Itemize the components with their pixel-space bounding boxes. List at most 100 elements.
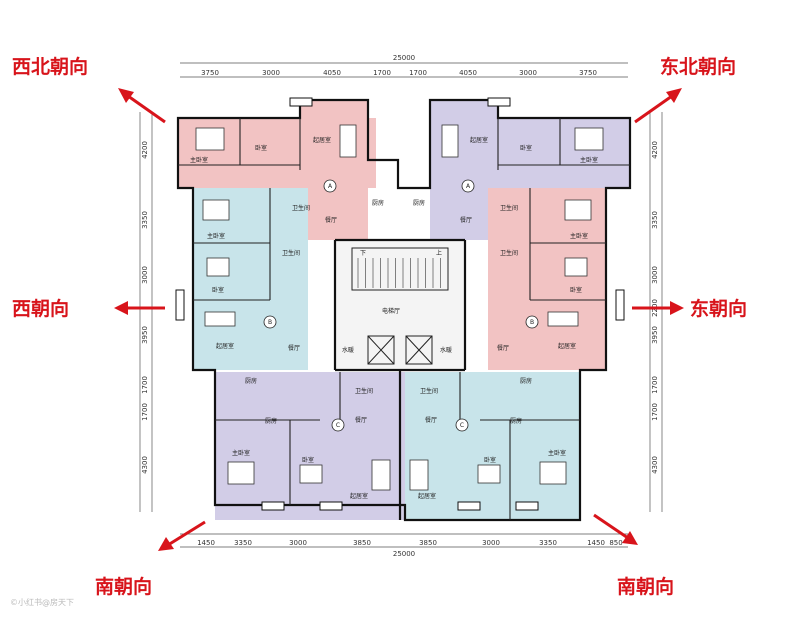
unit-c-left-label: C [336,422,340,429]
unit-c-right-label: C [460,422,464,429]
room-label: 餐厅 [425,416,437,424]
dimension-label: 4300 [141,456,149,474]
room-label: 卫生间 [292,204,310,212]
unit-c-right-zone [405,372,580,520]
room-labels: 主卧室 卧室 起居室 起居室 卧室 主卧室 主卧室 主卧室 卧室 卧室 起居室 … [190,136,598,500]
room-label: 上 [436,249,442,257]
windows [175,97,625,511]
dimension-label: 3000 [651,266,659,284]
dimension-label: 1700 [651,403,659,421]
unit-markers [263,179,539,432]
orientation-label-sw: 南朝向 [95,575,152,598]
dimension-label: 3850 [419,539,437,547]
orientation-label-ne: 东北朝向 [660,55,736,78]
room-label: 餐厅 [460,216,472,224]
dimension-label: 3000 [289,539,307,547]
room-label: 餐厅 [355,416,367,424]
room-label: 主卧室 [548,449,566,457]
dimension-label: 850 [609,539,622,547]
dimension-label: 3750 [579,69,597,77]
room-label: 卧室 [570,286,582,294]
dimension-label: 1700 [141,403,149,421]
room-label: 下 [360,250,366,257]
unit-b-right-label: B [530,319,534,326]
room-label: 起居室 [558,342,576,350]
room-label: 卫生间 [500,204,518,212]
room-label: 卫生间 [355,387,373,395]
room-label: 起居室 [216,342,234,350]
dimension-label: 3850 [353,539,371,547]
room-label: 厨房 [265,417,277,425]
dimension-label: 3950 [651,326,659,344]
dimension-label: 3000 [519,69,537,77]
orientation-arrows [114,88,684,551]
stair-treads [357,258,441,288]
dimension-label: 1450 [587,539,605,547]
dimension-label: 3350 [141,211,149,229]
room-label: 卫生间 [282,249,300,257]
orientation-label-e: 东朝向 [690,297,747,320]
dimension-label: 1700 [141,376,149,394]
dimension-label: 3350 [651,211,659,229]
orientation-label-nw: 西北朝向 [12,55,88,78]
room-label: 餐厅 [497,344,509,352]
unit-c-left-zone [215,372,405,520]
unit-a-right-label: A [466,183,471,190]
top-total-dim: 25000 [393,54,415,62]
core-zone [335,240,465,370]
room-label: 卧室 [302,456,314,464]
staircase [351,247,449,291]
room-label: 卧室 [255,144,267,152]
room-label: 厨房 [510,417,522,425]
orientation-label-w: 西朝向 [12,297,69,320]
room-label: 卧室 [520,144,532,152]
room-label: 卫生间 [500,249,518,257]
watermark: ©小红书@房天下 [10,597,74,607]
room-label: 主卧室 [580,156,598,164]
dimension-label: 4050 [459,69,477,77]
walls [176,98,632,522]
room-label: 起居室 [470,136,488,144]
room-label: 卧室 [212,286,224,294]
room-label: 起居室 [313,136,331,144]
dimension-label: 4200 [141,141,149,159]
dimension-label: 1700 [651,376,659,394]
dimension-label: 4200 [651,141,659,159]
room-label: 电梯厅 [382,307,400,315]
unit-zones [178,100,630,520]
room-label: 主卧室 [570,232,588,240]
room-label: 起居室 [350,492,368,500]
room-label: 厨房 [245,377,257,385]
unit-a-left-label: A [328,183,333,190]
dimension-label: 3000 [141,266,149,284]
dimension-label: 4300 [651,456,659,474]
side-dimension-lines [139,112,663,512]
unit-b-left-label: B [268,319,272,326]
bottom-dimension-lines [180,533,628,548]
room-label: 厨房 [520,377,532,385]
dimension-label: 3350 [234,539,252,547]
dimension-label: 3350 [539,539,557,547]
bottom-total-dim: 25000 [393,550,415,558]
room-label: 卧室 [484,456,496,464]
dimension-label: 1450 [197,539,215,547]
room-label: 起居室 [418,492,436,500]
dimension-label: 4050 [323,69,341,77]
interior-walls [178,118,630,520]
room-label: 厨房 [413,199,425,207]
dimension-label: 3950 [141,326,149,344]
room-label: 水暖 [440,346,452,354]
room-label: 主卧室 [190,156,208,164]
unit-a-left-living-zone [300,100,368,240]
dimension-label: 1700 [409,69,427,77]
room-label: 餐厅 [325,216,337,224]
dimension-label: 1700 [373,69,391,77]
room-label: 餐厅 [288,344,300,352]
room-label: 卫生间 [420,387,438,395]
room-label: 厨房 [372,199,384,207]
top-dimension-lines [180,62,628,78]
room-label: 主卧室 [207,232,225,240]
